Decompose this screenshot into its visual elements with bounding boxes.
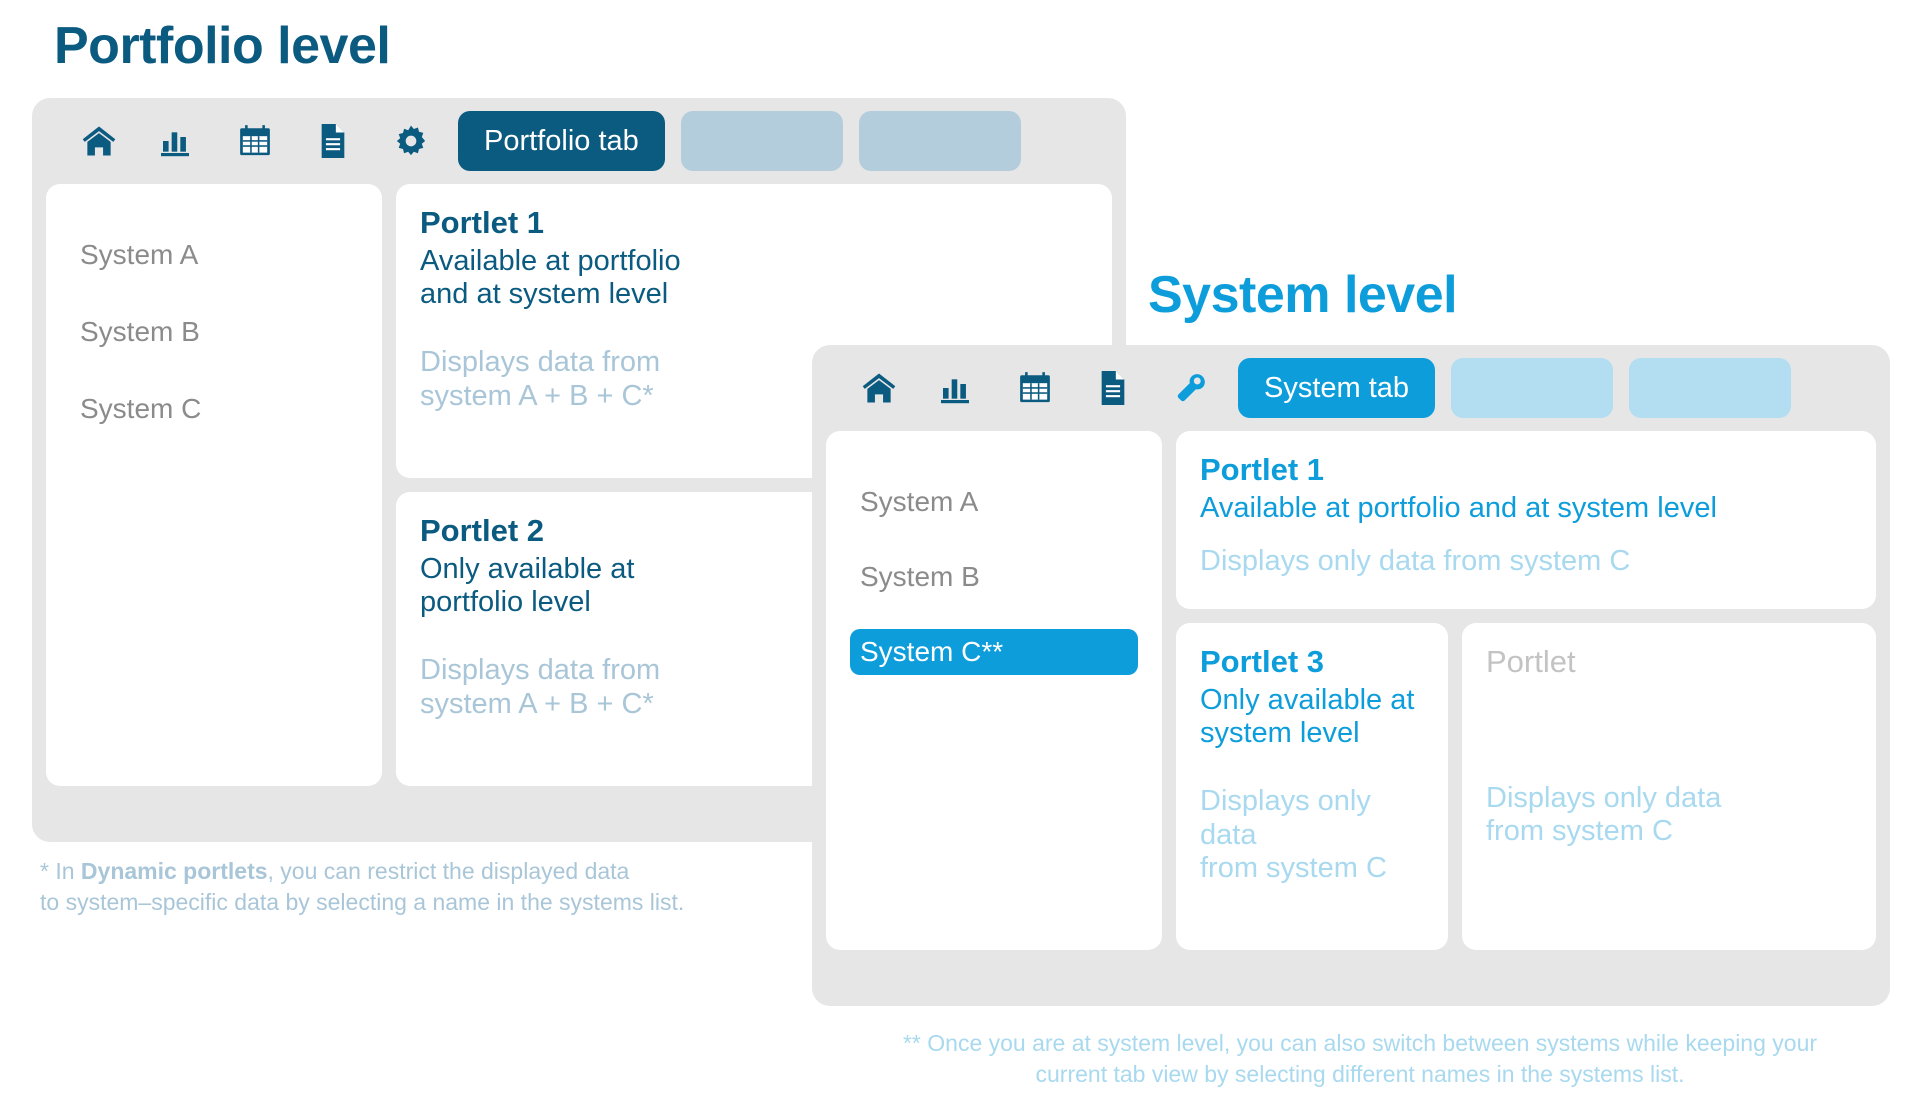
document-icon[interactable] [1074,366,1152,410]
footnote-rest: , you can restrict the displayed data to… [40,858,685,916]
portlet-3-title: Portlet 3 [1200,644,1325,679]
portlet-1-title: Portlet 1 [1200,452,1325,487]
portfolio-systems-list: System A System B System C [46,184,382,786]
list-item-system-b[interactable]: System B [860,560,980,592]
portlet-disabled-note: Displays only data from system C [1486,781,1722,848]
list-item-system-c[interactable]: System C [80,392,202,424]
gear-icon[interactable] [372,119,450,163]
tab-portfolio[interactable]: Portfolio tab [458,111,665,171]
portfolio-left-column: System A System B System C [46,184,382,786]
system-panel: System tab System A System B System C** … [812,345,1890,1006]
system-right-column: Portlet 1 Available at portfolio and at … [1176,431,1876,950]
footnote-marker: * [40,858,49,884]
portlet-2-title: Portlet 2 [420,513,545,548]
list-item-system-a[interactable]: System A [860,486,979,517]
document-icon[interactable] [294,119,372,163]
calendar-icon[interactable] [216,119,294,163]
portlet-2-subtitle: Only available at portfolio level [420,552,635,619]
portlet-1-note: Displays data from system A + B + C* [420,345,661,412]
tab-portfolio-empty-1[interactable] [680,111,843,171]
system-icon-strip [840,366,1230,410]
tab-portfolio-empty-2[interactable] [858,111,1021,171]
home-icon[interactable] [840,366,918,410]
list-item-system-b[interactable]: System B [80,315,200,347]
portfolio-icon-strip [60,119,450,163]
portfolio-toolbar: Portfolio tab [32,98,1126,184]
system-level-heading: System level [1148,266,1458,324]
portlet-2-note: Displays data from system A + B + C* [420,653,661,720]
system-body: System A System B System C** Portlet 1 A… [812,431,1890,964]
bar-chart-icon[interactable] [918,366,996,410]
footnote-portfolio: * In Dynamic portlets, you can restrict … [40,856,684,918]
portfolio-tabs: Portfolio tab [458,111,1021,171]
wrench-icon[interactable] [1152,366,1230,410]
list-item-system-a[interactable]: System A [80,239,199,270]
portlet-card-disabled[interactable]: Portlet Displays only data from system C [1462,623,1876,950]
footnote-lead: In [48,858,81,884]
system-toolbar: System tab [812,345,1890,431]
bar-chart-icon[interactable] [138,119,216,163]
tab-system[interactable]: System tab [1238,358,1436,418]
calendar-icon[interactable] [996,366,1074,410]
portlet-disabled-title: Portlet [1486,644,1576,679]
portlet-card-3[interactable]: Portlet 3 Only available at system level… [1176,623,1448,950]
portlet-3-subtitle: Only available at system level [1200,683,1415,750]
portlet-1-title: Portlet 1 [420,205,545,240]
portlet-card-1[interactable]: Portlet 1 Available at portfolio and at … [1176,431,1876,609]
system-left-column: System A System B System C** [826,431,1162,950]
tab-system-empty-1[interactable] [1451,358,1614,418]
footnote-bold: Dynamic portlets [80,858,268,884]
portlet-1-subtitle: Available at portfolio and at system lev… [1200,491,1717,524]
portlet-3-note: Displays only data from system C [1200,784,1387,885]
portlet-1-subtitle: Available at portfolio and at system lev… [420,244,681,311]
system-systems-list: System A System B System C** [826,431,1162,950]
portfolio-level-heading: Portfolio level [54,17,391,75]
home-icon[interactable] [60,119,138,163]
list-item-system-c-selected[interactable]: System C** [850,628,1138,676]
footnote-system: ** Once you are at system level, you can… [902,1030,1818,1088]
system-tabs: System tab [1238,358,1792,418]
system-portlet-row: Portlet 3 Only available at system level… [1176,623,1876,950]
portlet-1-note: Displays only data from system C [1200,545,1631,578]
tab-system-empty-2[interactable] [1629,358,1792,418]
